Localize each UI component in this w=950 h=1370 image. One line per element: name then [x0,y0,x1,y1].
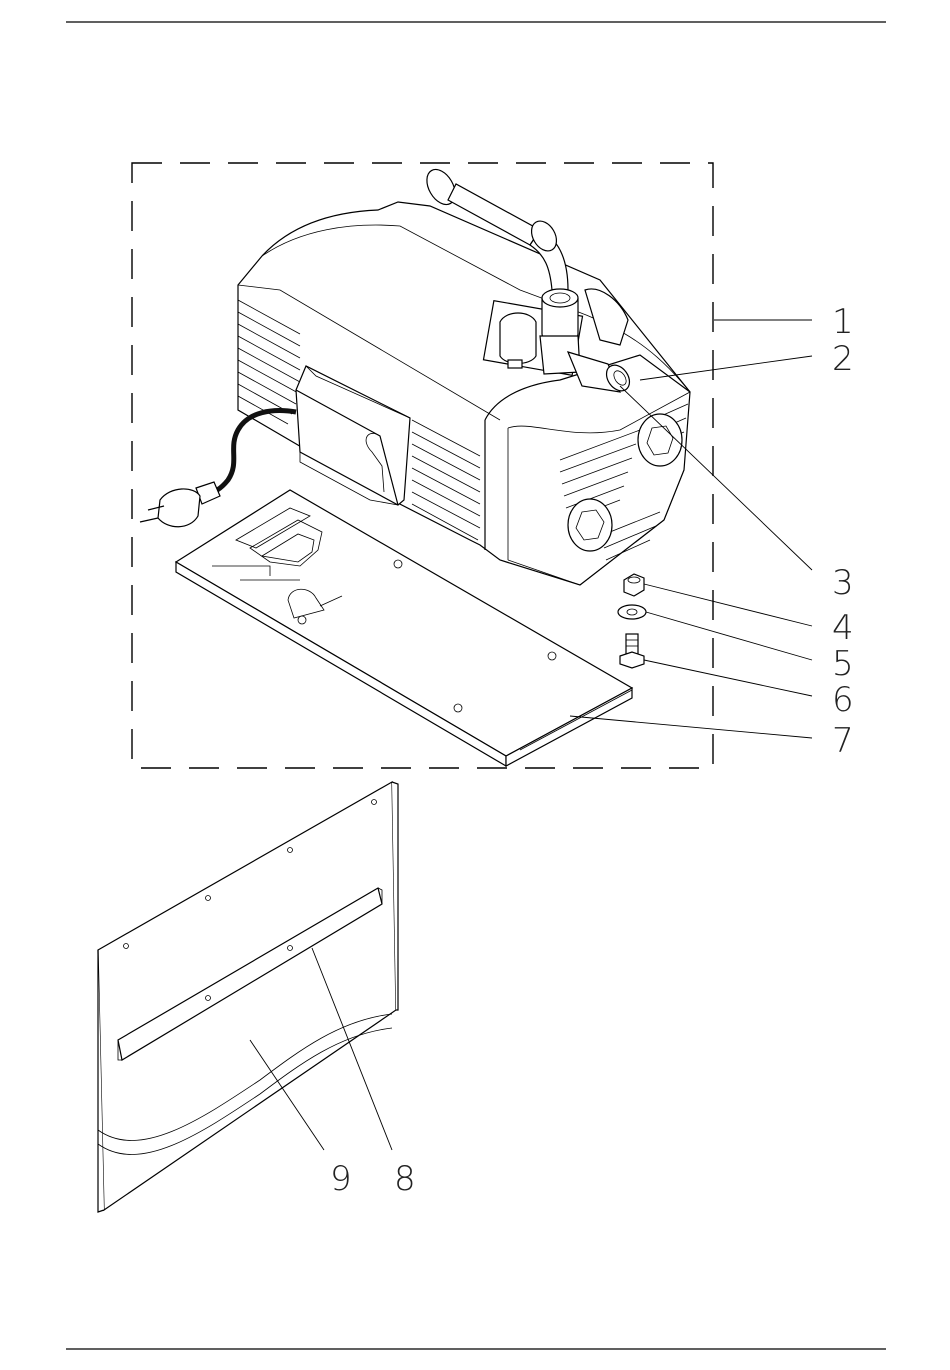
callout-2: 2 [832,339,854,379]
callout-8: 8 [394,1159,416,1199]
fasteners [618,574,646,668]
callout-6: 6 [832,680,854,720]
callout-1: 1 [832,302,854,342]
hex-nut [624,574,644,596]
bolt [620,634,644,668]
callout-7: 7 [832,721,854,761]
callout-3: 3 [832,563,854,603]
callout-9: 9 [330,1159,352,1199]
vacuum-pump [140,165,690,585]
mounting-panel [98,782,398,1212]
callout-4: 4 [832,608,854,648]
callout-5: 5 [832,644,854,684]
washer [618,605,646,619]
